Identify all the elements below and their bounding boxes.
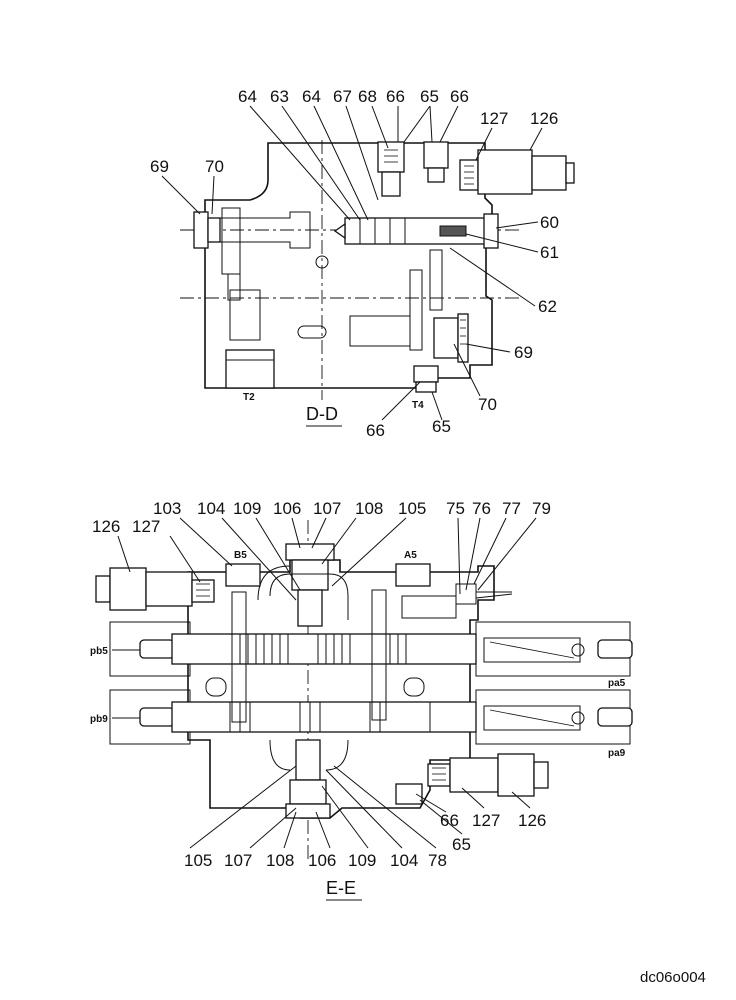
port-label-t4: T4 bbox=[412, 400, 424, 411]
callout-label: 104 bbox=[390, 851, 418, 870]
callout-label: 127 bbox=[480, 109, 508, 128]
section-dd-leaders bbox=[161, 105, 543, 421]
drawing-code: dc06o004 bbox=[640, 969, 706, 986]
callout-label: 65 bbox=[452, 835, 471, 854]
section-dd-drawing bbox=[180, 140, 575, 400]
port-label-a5: A5 bbox=[404, 550, 417, 561]
callout-label: 109 bbox=[348, 851, 376, 870]
section-ee-leaders bbox=[117, 517, 537, 849]
callout-label: 107 bbox=[224, 851, 252, 870]
callout-label: 66 bbox=[366, 421, 385, 440]
callout-label: 76 bbox=[472, 499, 491, 518]
callout-label: 126 bbox=[530, 109, 558, 128]
section-dd-callouts: 64 63 64 67 68 66 65 66 127 126 69 70 60… bbox=[150, 87, 559, 440]
port-label-b5: B5 bbox=[234, 550, 247, 561]
callout-label: 78 bbox=[428, 851, 447, 870]
callout-label: 66 bbox=[450, 87, 469, 106]
callout-label: 126 bbox=[92, 517, 120, 536]
callout-label: 63 bbox=[270, 87, 289, 106]
callout-label: 69 bbox=[514, 343, 533, 362]
callout-label: 60 bbox=[540, 213, 559, 232]
callout-label: 64 bbox=[302, 87, 321, 106]
callout-label: 127 bbox=[472, 811, 500, 830]
callout-label: 104 bbox=[197, 499, 225, 518]
callout-label: 109 bbox=[233, 499, 261, 518]
callout-label: 105 bbox=[184, 851, 212, 870]
section-ee-callouts: 103 104 109 106 107 108 105 75 76 77 79 … bbox=[90, 499, 626, 901]
callout-label: 69 bbox=[150, 157, 169, 176]
callout-label: 64 bbox=[238, 87, 257, 106]
callout-label: 62 bbox=[538, 297, 557, 316]
callout-label: 106 bbox=[308, 851, 336, 870]
callout-label: 126 bbox=[518, 811, 546, 830]
callout-label: 61 bbox=[540, 243, 559, 262]
port-label-pb9: pb9 bbox=[90, 714, 108, 725]
callout-label: 79 bbox=[532, 499, 551, 518]
callout-label: 107 bbox=[313, 499, 341, 518]
port-label-pa9: pa9 bbox=[608, 748, 626, 759]
callout-label: 77 bbox=[502, 499, 521, 518]
callout-label: 108 bbox=[355, 499, 383, 518]
callout-label: 108 bbox=[266, 851, 294, 870]
callout-label: 68 bbox=[358, 87, 377, 106]
callout-label: 65 bbox=[432, 417, 451, 436]
port-label-t2: T2 bbox=[243, 392, 255, 403]
port-label-pa5: pa5 bbox=[608, 678, 626, 689]
upper-spool-lands bbox=[239, 634, 407, 664]
callout-label: 70 bbox=[478, 395, 497, 414]
callout-label: 103 bbox=[153, 499, 181, 518]
section-title-ee: E-E bbox=[326, 878, 356, 898]
callout-label: 105 bbox=[398, 499, 426, 518]
callout-label: 67 bbox=[333, 87, 352, 106]
section-ee-drawing bbox=[95, 520, 633, 860]
callout-label: 127 bbox=[132, 517, 160, 536]
port-label-pb5: pb5 bbox=[90, 646, 108, 657]
callout-label: 65 bbox=[420, 87, 439, 106]
lower-spool-lands bbox=[229, 702, 431, 732]
callout-label: 70 bbox=[205, 157, 224, 176]
callout-label: 66 bbox=[440, 811, 459, 830]
callout-label: 106 bbox=[273, 499, 301, 518]
section-title-dd: D-D bbox=[306, 404, 338, 424]
callout-label: 75 bbox=[446, 499, 465, 518]
callout-label: 66 bbox=[386, 87, 405, 106]
